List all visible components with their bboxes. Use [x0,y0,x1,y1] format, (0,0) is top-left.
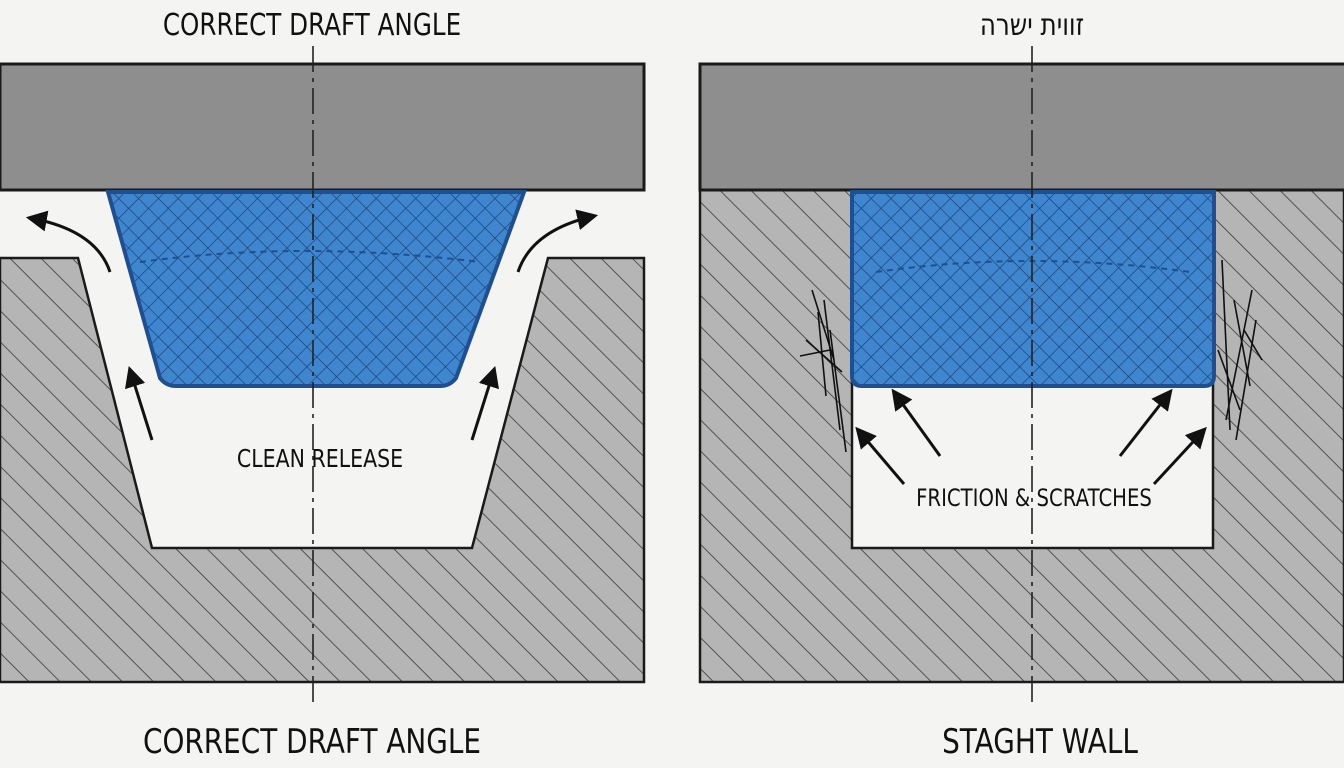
left-release-arrow-upper-right [516,209,599,273]
right-top-label: זווית ישרה [979,8,1085,43]
left-mold-body [0,256,646,684]
friction-arrow-lower-left [855,426,906,485]
left-release-arrow-lower-left [125,365,154,441]
left-molded-part [105,190,527,388]
left-part-contour [139,250,481,263]
left-bottom-label: CORRECT DRAFT ANGLE [142,722,482,762]
friction-arrow-upper-left [891,388,942,457]
left-panel [0,46,646,704]
friction-scratches-label: FRICTION & SCRATCHES [916,484,1152,512]
left-top-label: CORRECT DRAFT ANGLE [162,8,462,43]
left-release-arrow-upper-left [25,210,112,273]
right-panel [698,46,1344,704]
left-top-plate [0,62,646,192]
right-wall-scratches [1217,259,1263,441]
right-bottom-label: STAGHT WALL [942,722,1138,762]
friction-arrow-upper-right [1118,388,1173,457]
right-top-plate [698,62,1344,192]
right-molded-part [850,190,1216,388]
friction-arrow-lower-right [1152,426,1207,486]
clean-release-label: CLEAN RELEASE [236,444,404,473]
left-wall-scratches [799,289,847,453]
left-release-arrow-lower-right [470,365,499,441]
